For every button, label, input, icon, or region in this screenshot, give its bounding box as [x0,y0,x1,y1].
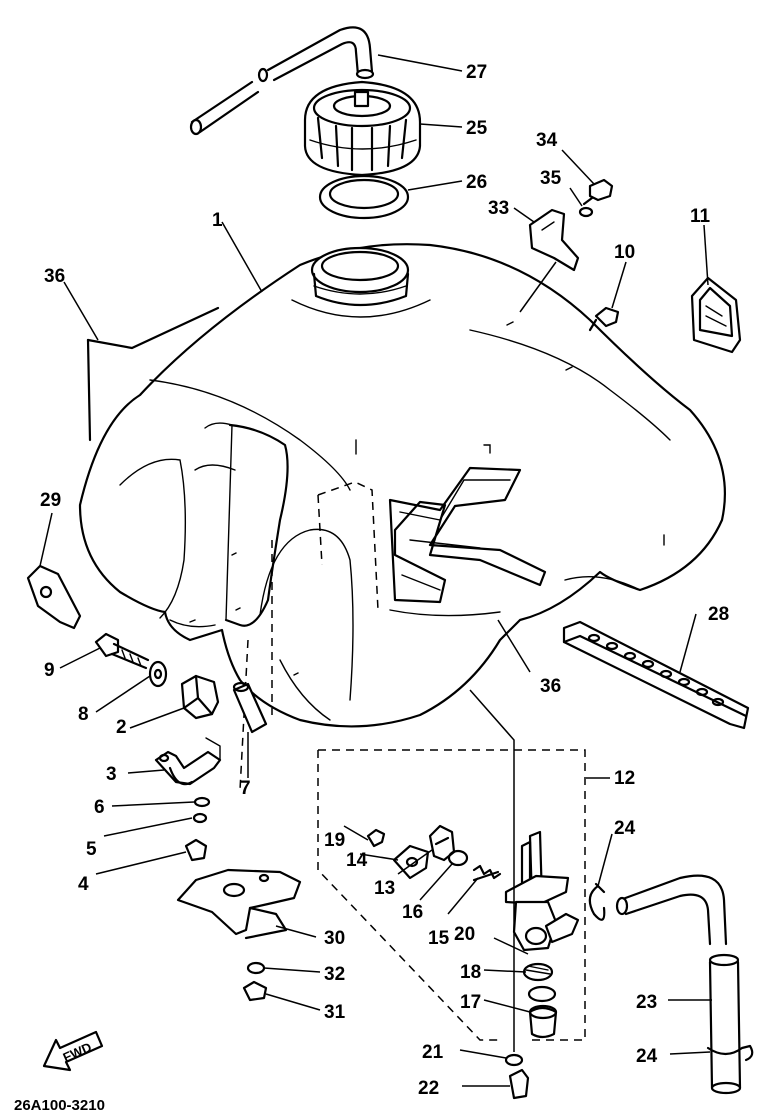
clip-part-24-upper [588,882,606,921]
callout-2: 2 [116,717,127,738]
hidden-line-panel [317,481,379,611]
tank-decal-emblem-part-36 [388,466,547,617]
callout-25: 25 [466,118,488,139]
callout-8: 8 [78,704,89,725]
screw-part-10 [588,306,620,332]
callout-30: 30 [324,928,345,949]
callout-9: 9 [44,660,55,681]
washer-part-6 [193,796,211,808]
bracket-part-29 [26,564,82,630]
callout-17: 17 [460,992,481,1013]
cap-gasket-part-26 [318,174,410,220]
washer-part-35 [578,206,594,218]
bolt-part-34 [582,178,614,206]
diagram-code: 26A100-3210 [14,1097,105,1114]
damper-part-2 [180,674,220,720]
strainer-cup-part-17 [528,1004,558,1039]
bracket-part-33 [528,208,580,272]
callout-20: 20 [454,924,475,945]
screw-part-22 [508,1068,530,1100]
callout-19: 19 [324,830,345,851]
callout-21: 21 [422,1042,444,1063]
collar-part-7 [232,681,268,734]
emblem-plate-part-11 [690,276,742,354]
bolt-part-9 [94,632,150,670]
callout-36-upper: 36 [44,266,65,287]
callout-31: 31 [324,1002,346,1023]
washer-part-5 [192,812,208,824]
callout-3: 3 [106,764,117,785]
callout-12: 12 [614,768,635,789]
callout-1: 1 [212,210,223,231]
callout-24-upper: 24 [614,818,636,839]
breather-hose-part-27 [189,26,375,136]
leader-lines [39,54,712,1087]
callout-7: 7 [240,778,251,799]
fuel-cap-part-25 [303,80,422,177]
callout-14: 14 [346,850,368,871]
callout-22: 22 [418,1078,439,1099]
callout-33: 33 [488,198,509,219]
washer-part-18 [522,962,554,982]
callout-16: 16 [402,902,423,923]
callout-23: 23 [636,992,657,1013]
screw-part-19 [366,828,386,848]
fuel-tank-part-1 [78,243,726,728]
spring-part-15 [472,864,502,882]
forward-arrow-icon: FWD [42,1030,104,1072]
washer-part-8 [148,660,168,688]
callout-4: 4 [78,874,89,895]
o-ring-part-16 [447,849,469,867]
callout-11: 11 [690,206,711,227]
clip-part-24-lower [706,1044,754,1062]
callout-29: 29 [40,490,61,511]
fuel-hose-part-23 [615,874,742,1095]
callout-10: 10 [614,242,635,263]
rubber-strap-part-28 [562,620,750,730]
plate-part-14 [392,844,430,880]
bolt-part-4 [184,838,208,862]
callout-32: 32 [324,964,345,985]
callout-26: 26 [466,172,487,193]
callout-36-lower: 36 [540,676,561,697]
callout-28: 28 [708,604,729,625]
callout-5: 5 [86,839,97,860]
fwd-label: FWD [61,1039,94,1065]
bolt-part-31 [242,980,268,1002]
callout-6: 6 [94,797,105,818]
clamp-bracket-part-3 [154,737,222,786]
callout-24-lower: 24 [636,1046,658,1067]
tank-decal-upper-part-36 [86,306,220,442]
bracket-part-30 [176,868,302,940]
washer-part-17-ring [527,985,557,1003]
washer-part-21 [504,1053,524,1067]
callout-13: 13 [374,878,395,899]
washer-part-32 [246,961,266,975]
fuel-cock-part-20 [504,830,580,952]
callout-35: 35 [540,168,562,189]
callout-15: 15 [428,928,450,949]
callout-27-label: 27 [466,62,487,83]
fuel-cock-assembly-box [317,749,586,1041]
callout-18: 18 [460,962,481,983]
callout-34: 34 [536,130,558,151]
